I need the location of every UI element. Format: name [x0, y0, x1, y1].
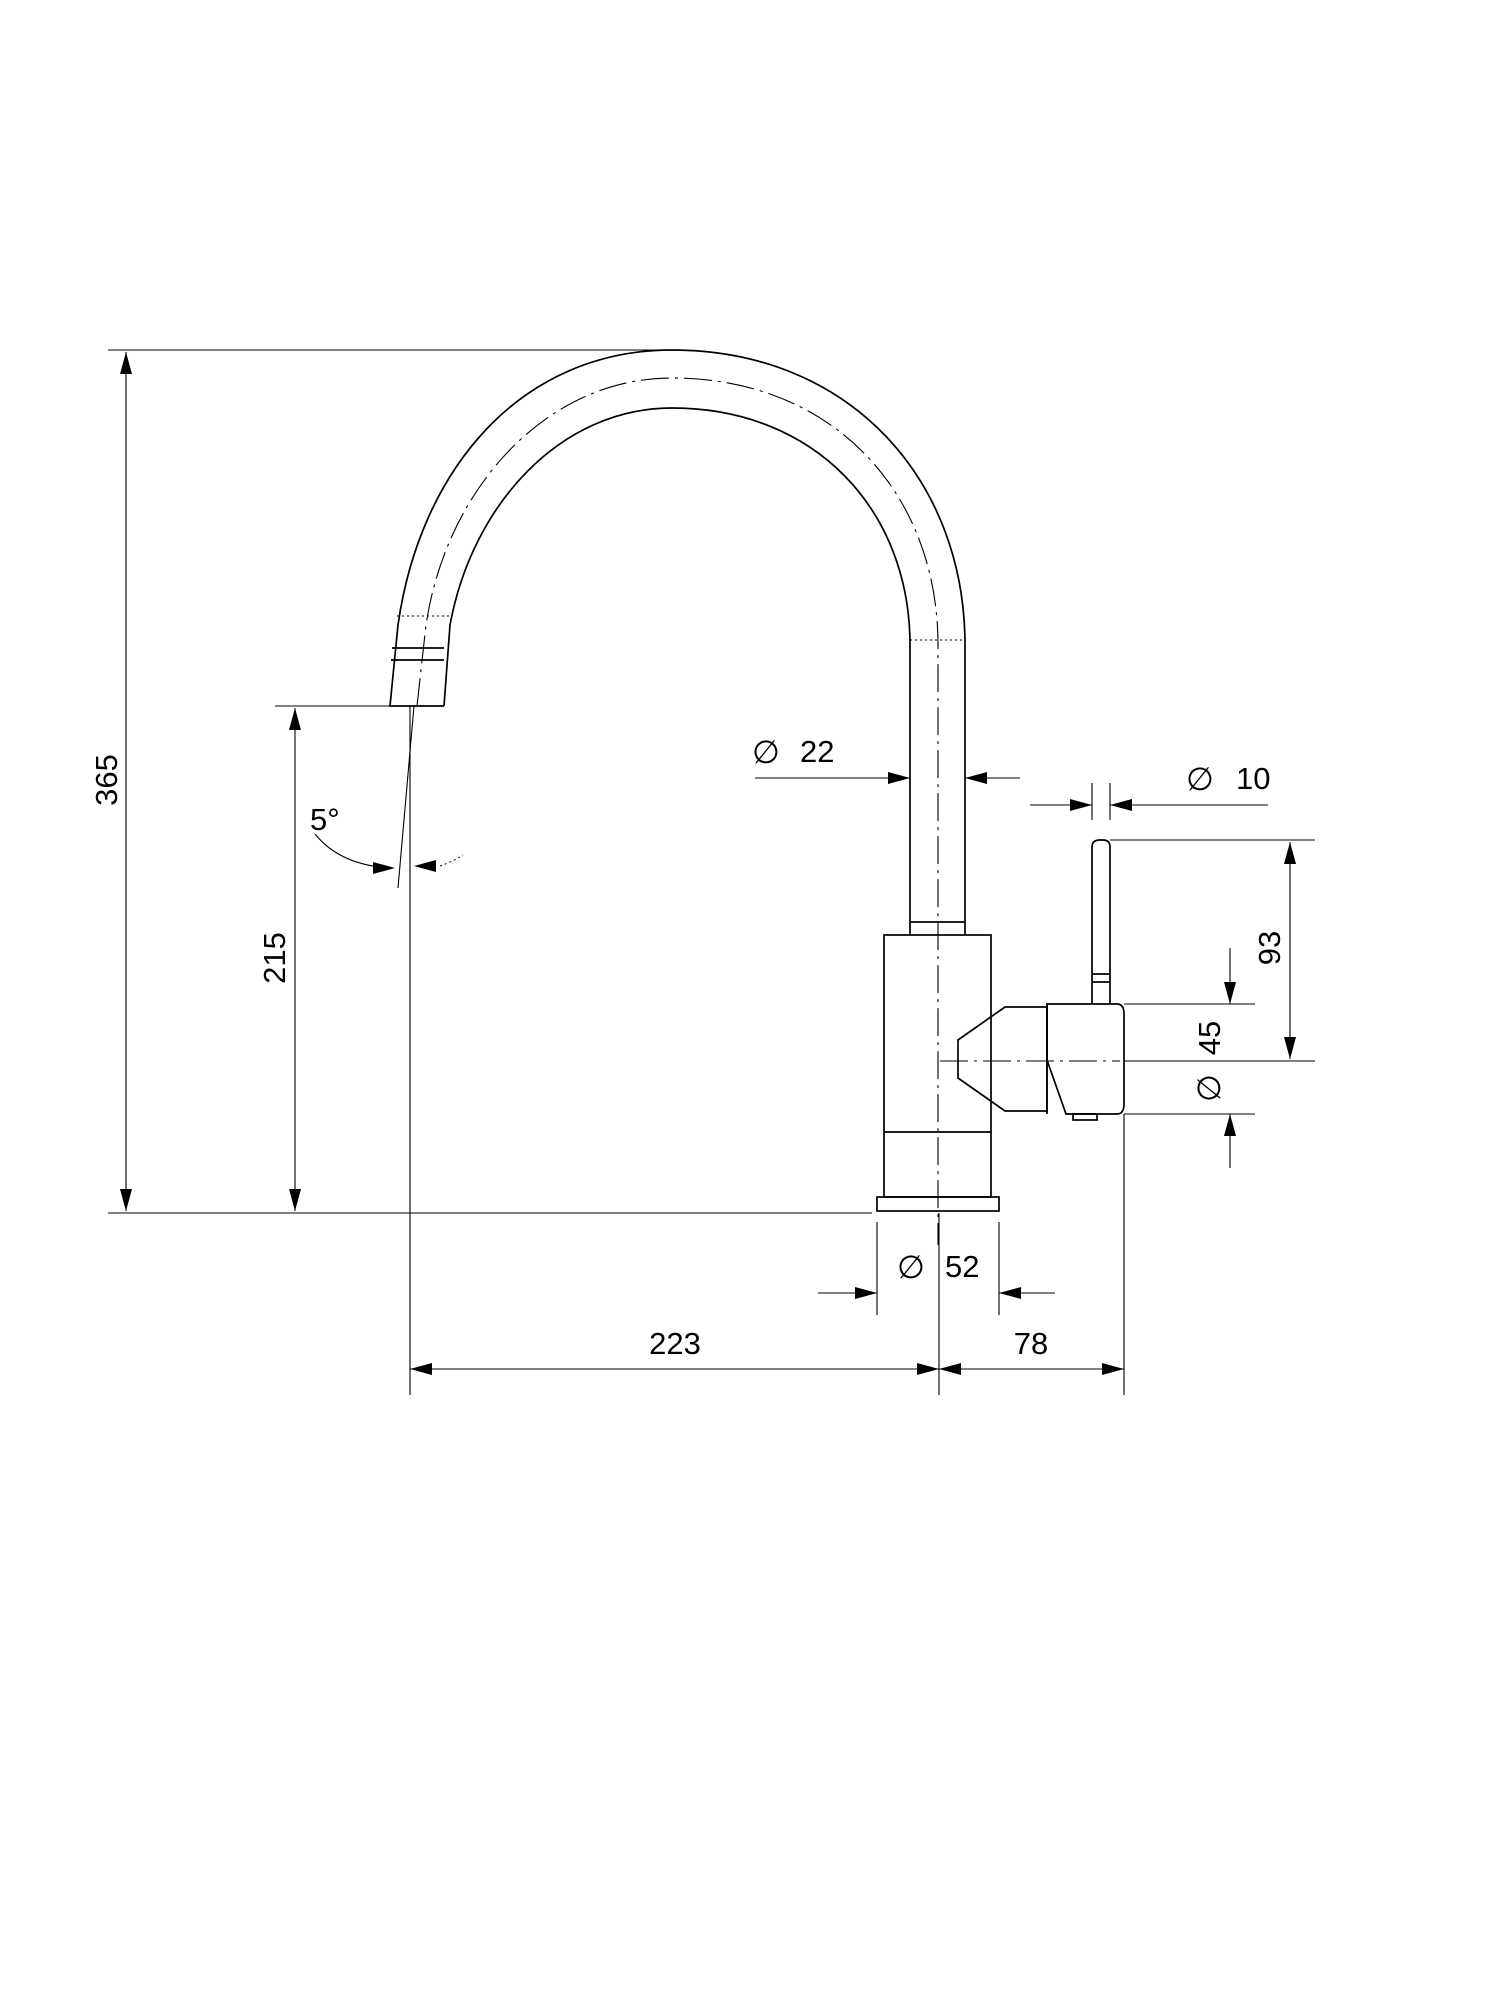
label-body-diameter: 45 [1192, 1021, 1227, 1055]
arrow-left [414, 860, 436, 872]
arrow-right [1102, 1363, 1124, 1375]
label-spout-diameter: 22 [800, 734, 834, 769]
centerlines [397, 377, 1120, 1245]
label-spout-height: 215 [257, 932, 292, 984]
label-lever-height: 93 [1252, 931, 1287, 965]
arrow-left [1110, 799, 1132, 811]
extension-lines [108, 349, 1315, 1395]
water-jet-line [397, 705, 415, 889]
dim-arc-angle-ext [439, 854, 464, 867]
lever-handle [1091, 839, 1111, 1004]
dimension-labels: 365 215 5° ∅ 22 ∅ 10 93 ∅ 45 ∅ 52 223 78 [89, 733, 1287, 1361]
arrow-down [1224, 982, 1236, 1004]
label-base-diameter: 52 [945, 1249, 979, 1284]
arrow-right [888, 772, 910, 784]
spout-outer-contour [389, 349, 966, 935]
spout-inner-contour [443, 407, 911, 935]
diameter-symbol-icon: ∅ [1190, 1074, 1228, 1102]
label-total-height: 365 [89, 754, 124, 806]
arrow-left [410, 1363, 432, 1375]
arrow-left [965, 772, 987, 784]
mixer-pin [1072, 1113, 1098, 1121]
faucet-outline [389, 349, 1125, 1212]
dimension-lines [120, 352, 1296, 1375]
arrow-down [120, 1189, 132, 1211]
arrow-up [1284, 842, 1296, 864]
arrow-left [939, 1363, 961, 1375]
arrow-right [855, 1287, 877, 1299]
label-spout-angle: 5° [310, 802, 340, 837]
arrow-down [289, 1189, 301, 1211]
arrow-right [1070, 799, 1092, 811]
arrow-up [1224, 1114, 1236, 1136]
arrow-right [373, 862, 395, 874]
mixer-cap [1046, 1003, 1125, 1115]
diameter-symbol-icon: ∅ [897, 1248, 925, 1286]
spout-centerline [416, 377, 939, 1245]
label-spout-reach: 223 [649, 1326, 701, 1361]
label-lever-diameter: 10 [1236, 761, 1270, 796]
label-lever-offset: 78 [1014, 1326, 1048, 1361]
diameter-symbol-icon: ∅ [752, 733, 780, 771]
arrow-right [917, 1363, 939, 1375]
arrow-up [120, 352, 132, 374]
arrow-up [289, 708, 301, 730]
arrow-left [999, 1287, 1021, 1299]
arrow-down [1284, 1037, 1296, 1059]
mixer-cartridge [957, 1006, 1048, 1112]
dim-arc-angle [314, 833, 391, 869]
diameter-symbol-icon: ∅ [1186, 760, 1214, 798]
